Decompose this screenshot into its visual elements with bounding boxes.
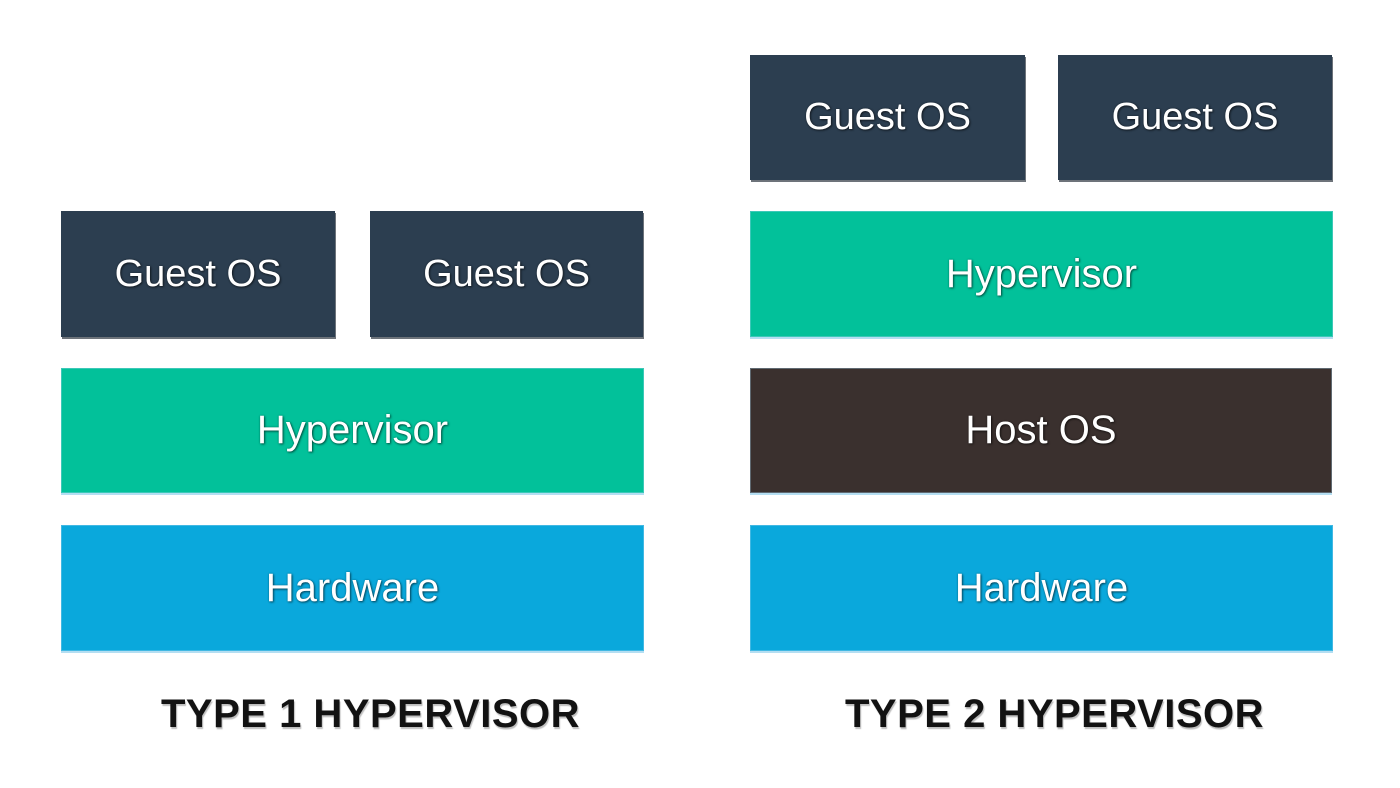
- type1-guest-os-label-2: Guest OS: [423, 252, 590, 295]
- type2-host-os-bar: Host OS: [750, 368, 1332, 493]
- type2-hardware-label: Hardware: [954, 565, 1129, 610]
- type2-title: TYPE 2 HYPERVISOR: [844, 692, 1264, 736]
- type2-hypervisor-label: Hypervisor: [945, 251, 1138, 296]
- type1-title: TYPE 1 HYPERVISOR: [160, 692, 580, 736]
- type2-guest-os-label-2: Guest OS: [1111, 96, 1279, 138]
- type2-guest-os-box-1: Guest OS: [750, 55, 1025, 180]
- type1-hardware-label: Hardware: [265, 565, 440, 610]
- type1-hardware-bar: Hardware: [61, 525, 644, 651]
- type2-hardware-bar: Hardware: [750, 525, 1333, 651]
- type2-guest-os-label-1: Guest OS: [804, 96, 971, 138]
- type1-hypervisor-label: Hypervisor: [256, 408, 449, 452]
- type2-hypervisor-bar: Hypervisor: [750, 211, 1333, 337]
- type1-guest-os-box-1: Guest OS: [61, 211, 335, 337]
- type1-hypervisor-bar: Hypervisor: [61, 368, 644, 493]
- type2-guest-os-box-2: Guest OS: [1058, 55, 1332, 180]
- type1-guest-os-label-1: Guest OS: [114, 252, 282, 295]
- type2-host-os-label: Host OS: [965, 408, 1117, 452]
- type1-guest-os-box-2: Guest OS: [370, 211, 643, 337]
